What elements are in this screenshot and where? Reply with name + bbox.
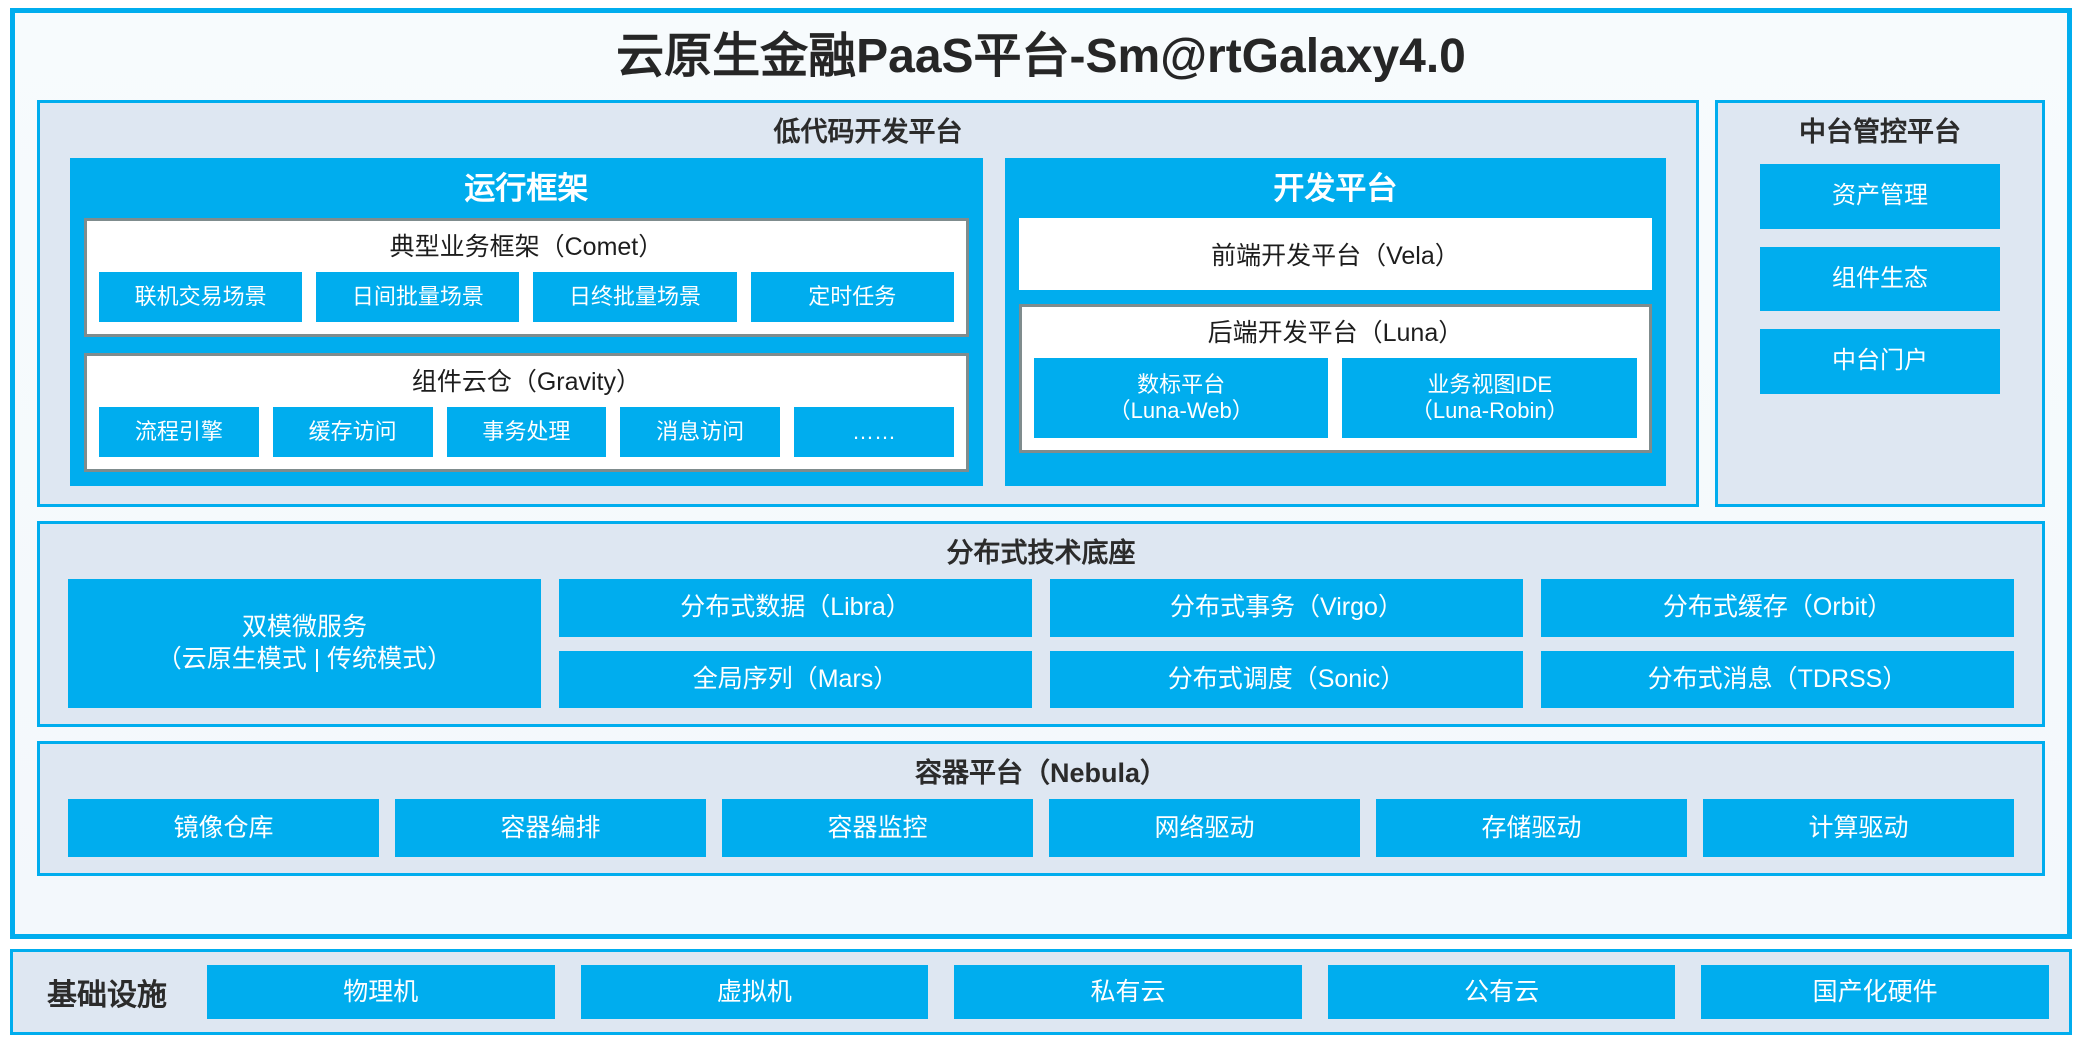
comet-items: 联机交易场景 日间批量场景 日终批量场景 定时任务	[99, 271, 954, 323]
distributed-item-virgo[interactable]: 分布式事务（Virgo）	[1050, 579, 1523, 637]
management-item-portal[interactable]: 中台门户	[1760, 329, 2000, 395]
runtime-framework-title: 运行框架	[464, 170, 589, 206]
distributed-item-sonic[interactable]: 分布式调度（Sonic）	[1050, 650, 1523, 708]
backend-platform-items: 数标平台 （Luna-Web） 业务视图IDE （Luna-Robin）	[1033, 357, 1638, 439]
distributed-base-title: 分布式技术底座	[946, 538, 1136, 569]
management-platform-title: 中台管控平台	[1799, 116, 1961, 147]
infrastructure-items: 物理机 虚拟机 私有云 公有云 国产化硬件	[207, 965, 2049, 1019]
container-platform-title: 容器平台（Nebula）	[914, 757, 1168, 788]
comet-item[interactable]: 定时任务	[750, 271, 954, 323]
comet-item[interactable]: 日终批量场景	[533, 271, 737, 323]
comet-item[interactable]: 联机交易场景	[99, 271, 303, 323]
container-item-storage-driver[interactable]: 存储驱动	[1376, 798, 1687, 857]
lowcode-platform-panel: 低代码开发平台 运行框架 典型业务框架（Comet） 联机交易场景 日间批量场景…	[37, 99, 1699, 508]
infrastructure-item-domestic-hardware[interactable]: 国产化硬件	[1701, 965, 2049, 1019]
lowcode-columns: 运行框架 典型业务框架（Comet） 联机交易场景 日间批量场景 日终批量场景 …	[54, 157, 1682, 490]
gravity-item[interactable]: 缓存访问	[272, 406, 433, 458]
backend-platform-title: 后端开发平台（Luna）	[1207, 318, 1464, 347]
infrastructure-item-private-cloud[interactable]: 私有云	[954, 965, 1302, 1019]
luna-web-name: 数标平台	[1137, 371, 1226, 397]
container-item-registry[interactable]: 镜像仓库	[68, 798, 379, 857]
gravity-box: 组件云仓（Gravity） 流程引擎 缓存访问 事务处理 消息访问 ……	[84, 353, 969, 473]
infrastructure-item-virtual[interactable]: 虚拟机	[580, 965, 929, 1019]
development-platform-card: 开发平台 前端开发平台（Vela） 后端开发平台（Luna） 数标平台 （Lun…	[1004, 157, 1666, 487]
container-item-network-driver[interactable]: 网络驱动	[1049, 798, 1360, 857]
gravity-item[interactable]: 流程引擎	[99, 406, 259, 458]
luna-web-code: （Luna-Web）	[1108, 398, 1254, 424]
gravity-items: 流程引擎 缓存访问 事务处理 消息访问 ……	[99, 406, 954, 458]
management-item-asset[interactable]: 资产管理	[1760, 163, 2000, 229]
distributed-item-mars[interactable]: 全局序列（Mars）	[559, 650, 1032, 708]
distributed-item-tdrss[interactable]: 分布式消息（TDRSS）	[1541, 650, 2014, 708]
infrastructure-item-physical[interactable]: 物理机	[207, 965, 555, 1019]
distributed-col-2: 分布式事务（Virgo） 分布式调度（Sonic）	[1050, 579, 1523, 708]
runtime-framework-card: 运行框架 典型业务框架（Comet） 联机交易场景 日间批量场景 日终批量场景 …	[70, 157, 983, 487]
platform-frame: 云原生金融PaaS平台-Sm@rtGalaxy4.0 低代码开发平台 运行框架 …	[10, 8, 2072, 939]
development-platform-title: 开发平台	[1273, 170, 1398, 206]
comet-title: 典型业务框架（Comet）	[389, 232, 664, 261]
luna-robin-name: 业务视图IDE	[1427, 371, 1553, 397]
infrastructure-item-public-cloud[interactable]: 公有云	[1327, 965, 1676, 1019]
container-item-compute-driver[interactable]: 计算驱动	[1703, 798, 2014, 857]
infrastructure-label: 基础设施	[47, 979, 167, 1012]
backend-platform-box: 后端开发平台（Luna） 数标平台 （Luna-Web） 业务视图IDE （Lu…	[1018, 303, 1652, 454]
container-platform-panel: 容器平台（Nebula） 镜像仓库 容器编排 容器监控 网络驱动 存储驱动 计算…	[37, 740, 2045, 876]
management-item-component[interactable]: 组件生态	[1760, 246, 2000, 312]
gravity-item-more[interactable]: ……	[794, 406, 954, 458]
top-row: 低代码开发平台 运行框架 典型业务框架（Comet） 联机交易场景 日间批量场景…	[37, 99, 2045, 508]
distributed-col-3: 分布式缓存（Orbit） 分布式消息（TDRSS）	[1541, 579, 2014, 708]
infrastructure-panel: 基础设施 物理机 虚拟机 私有云 公有云 国产化硬件	[10, 949, 2072, 1035]
container-item-monitoring[interactable]: 容器监控	[722, 798, 1033, 857]
microservice-line2: （云原生模式 | 传统模式）	[156, 644, 453, 673]
distributed-col-microservice: 双模微服务 （云原生模式 | 传统模式）	[68, 579, 541, 708]
luna-robin-chip[interactable]: 业务视图IDE （Luna-Robin）	[1342, 357, 1638, 439]
lowcode-platform-title: 低代码开发平台	[773, 116, 963, 147]
gravity-item[interactable]: 消息访问	[620, 406, 781, 458]
microservice-line1: 双模微服务	[241, 613, 367, 642]
distributed-grid: 双模微服务 （云原生模式 | 传统模式） 分布式数据（Libra） 全局序列（M…	[54, 579, 2028, 710]
container-item-orchestration[interactable]: 容器编排	[395, 798, 706, 857]
comet-item[interactable]: 日间批量场景	[316, 271, 520, 323]
luna-robin-code: （Luna-Robin）	[1410, 398, 1569, 424]
management-platform-panel: 中台管控平台 资产管理 组件生态 中台门户	[1715, 99, 2045, 508]
distributed-item-libra[interactable]: 分布式数据（Libra）	[559, 579, 1032, 637]
microservice-chip[interactable]: 双模微服务 （云原生模式 | 传统模式）	[68, 579, 541, 708]
distributed-col-1: 分布式数据（Libra） 全局序列（Mars）	[559, 579, 1032, 708]
gravity-item[interactable]: 事务处理	[446, 406, 607, 458]
luna-web-chip[interactable]: 数标平台 （Luna-Web）	[1033, 357, 1329, 439]
comet-box: 典型业务框架（Comet） 联机交易场景 日间批量场景 日终批量场景 定时任务	[84, 217, 969, 338]
distributed-base-panel: 分布式技术底座 双模微服务 （云原生模式 | 传统模式） 分布式数据（Libra…	[37, 521, 2045, 727]
management-items: 资产管理 组件生态 中台门户	[1732, 158, 2028, 402]
frontend-platform-box[interactable]: 前端开发平台（Vela）	[1018, 217, 1652, 290]
distributed-item-orbit[interactable]: 分布式缓存（Orbit）	[1541, 579, 2014, 637]
gravity-title: 组件云仓（Gravity）	[411, 368, 642, 397]
page-title: 云原生金融PaaS平台-Sm@rtGalaxy4.0	[616, 30, 1466, 83]
container-items: 镜像仓库 容器编排 容器监控 网络驱动 存储驱动 计算驱动	[54, 798, 2028, 859]
